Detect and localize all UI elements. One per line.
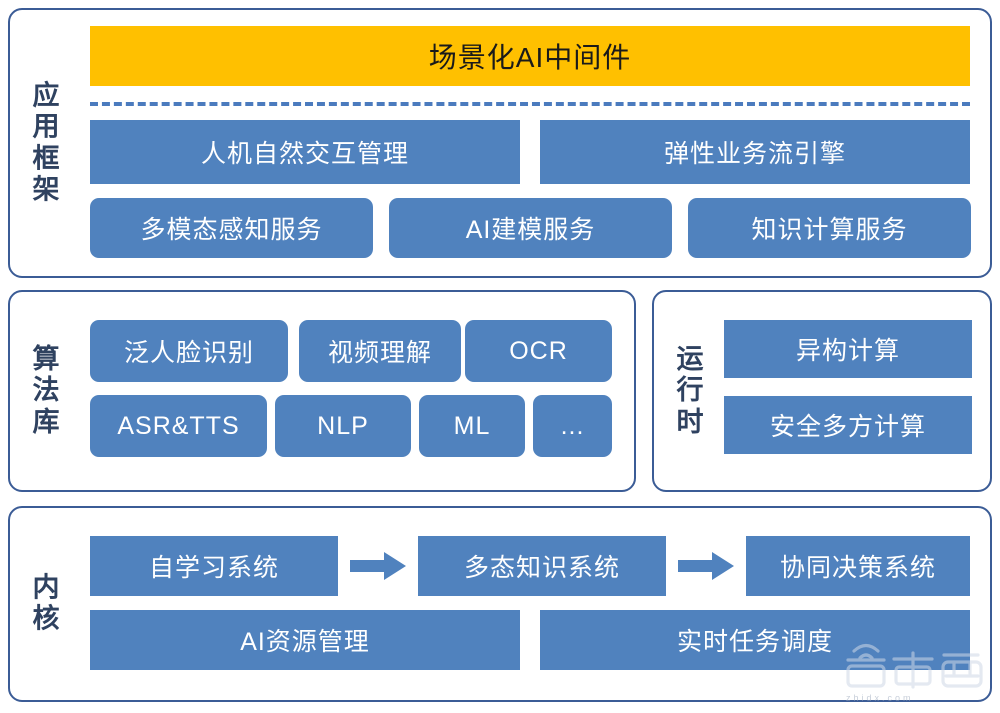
block-generalized-face-recognition: 泛人脸识别: [90, 320, 288, 382]
block-knowledge-computing-service: 知识计算服务: [688, 198, 971, 258]
arrow-right-icon-1: [350, 552, 406, 580]
dashed-separator: [90, 102, 970, 106]
block-nlp: NLP: [275, 395, 411, 457]
block-elastic-business-flow-engine: 弹性业务流引擎: [540, 120, 970, 184]
panel-runtime: 运行时 异构计算 安全多方计算: [652, 290, 992, 492]
block-asr-tts: ASR&TTS: [90, 395, 267, 457]
block-realtime-task-scheduling: 实时任务调度: [540, 610, 970, 670]
panel-label-application-framework: 应用框架: [32, 80, 60, 205]
arrow-right-icon-2: [678, 552, 734, 580]
panel-label-kernel: 内核: [32, 572, 60, 634]
panel-application-framework: 应用框架 场景化AI中间件 人机自然交互管理 弹性业务流引擎 多模态感知服务 A…: [8, 8, 992, 278]
block-multimodal-knowledge-system: 多态知识系统: [418, 536, 666, 596]
panel-algorithm-library: 算法库 泛人脸识别 视频理解 OCR ASR&TTS NLP ML ...: [8, 290, 636, 492]
block-more-ellipsis: ...: [533, 395, 612, 457]
block-multimodal-perception-service: 多模态感知服务: [90, 198, 373, 258]
block-heterogeneous-computing: 异构计算: [724, 320, 972, 378]
panel-label-algorithm-library: 算法库: [32, 344, 60, 437]
block-secure-multiparty-computation: 安全多方计算: [724, 396, 972, 454]
block-ai-resource-management: AI资源管理: [90, 610, 520, 670]
panel-kernel: 内核 自学习系统 多态知识系统 协同决策系统 AI资源管理 实时任务调度: [8, 506, 992, 702]
block-ml: ML: [419, 395, 525, 457]
block-self-learning-system: 自学习系统: [90, 536, 338, 596]
block-video-understanding: 视频理解: [299, 320, 461, 382]
panel-label-runtime: 运行时: [676, 344, 704, 437]
block-human-machine-interaction: 人机自然交互管理: [90, 120, 520, 184]
block-ai-modeling-service: AI建模服务: [389, 198, 672, 258]
block-collaborative-decision-system: 协同决策系统: [746, 536, 970, 596]
block-ocr: OCR: [465, 320, 612, 382]
block-scenario-ai-middleware: 场景化AI中间件: [90, 26, 970, 86]
